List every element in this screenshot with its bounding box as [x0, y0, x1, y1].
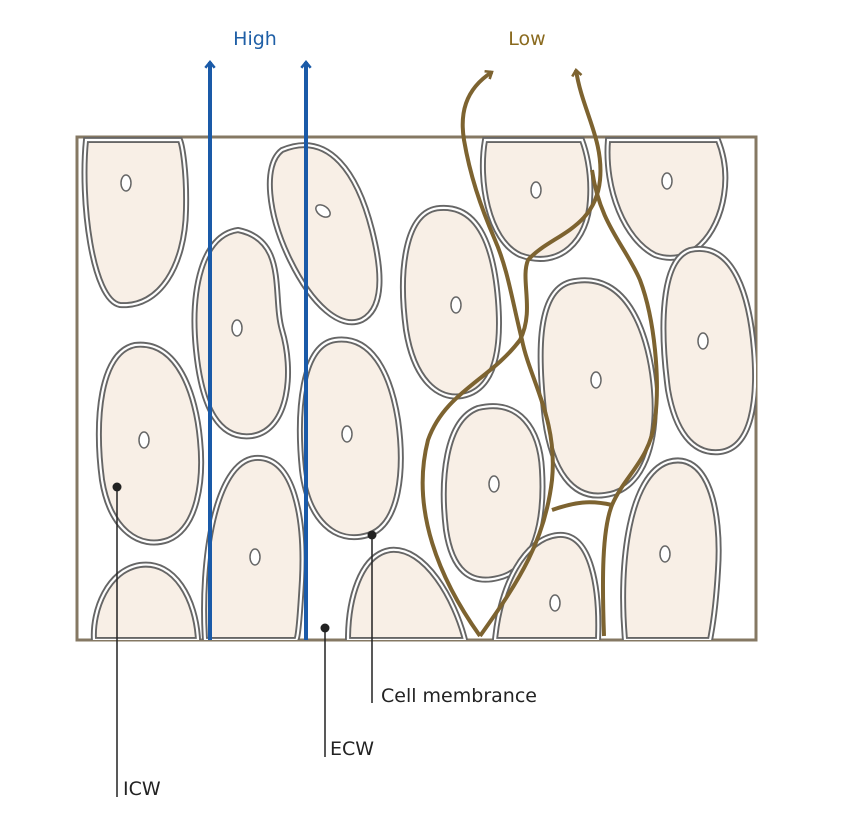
cell — [266, 142, 383, 326]
nucleus — [590, 371, 602, 389]
nucleus — [659, 545, 671, 563]
cell — [81, 137, 190, 309]
cell — [400, 204, 503, 400]
cell — [620, 457, 722, 640]
cell — [479, 137, 594, 262]
cell — [191, 226, 291, 440]
nucleus — [120, 174, 132, 192]
cell-membrane-label: Cell membrance — [381, 685, 537, 707]
nucleus — [530, 181, 542, 199]
cell — [537, 277, 658, 499]
icw-label: ICW — [123, 778, 161, 800]
low-frequency-current-path — [551, 500, 613, 512]
low-frequency-label: Low — [508, 28, 545, 50]
nucleus — [341, 425, 353, 443]
nucleus — [249, 548, 261, 566]
nucleus — [450, 296, 462, 314]
cell — [201, 454, 306, 640]
nucleus — [661, 172, 673, 190]
ecw-label: ECW — [330, 738, 374, 760]
high-frequency-label: High — [233, 28, 277, 50]
cell — [344, 546, 469, 640]
cell — [296, 336, 404, 541]
icw-callout: ICW — [112, 482, 161, 800]
nucleus — [488, 475, 500, 493]
nucleus — [138, 431, 150, 449]
cell — [660, 245, 756, 456]
cell — [491, 531, 602, 640]
low-frequency-current-path — [590, 169, 659, 637]
ecw-callout: ECW — [320, 623, 374, 760]
nucleus — [697, 332, 709, 350]
cell-membrane-callout: Cell membrance — [367, 530, 537, 707]
low-frequency-current-path — [460, 69, 555, 638]
nucleus — [549, 594, 561, 612]
cell — [95, 341, 205, 546]
nucleus — [315, 204, 331, 218]
cells — [81, 137, 756, 640]
cell — [90, 561, 202, 640]
nucleus — [231, 319, 243, 337]
cell — [440, 403, 546, 583]
low-frequency-current-path — [420, 67, 603, 638]
